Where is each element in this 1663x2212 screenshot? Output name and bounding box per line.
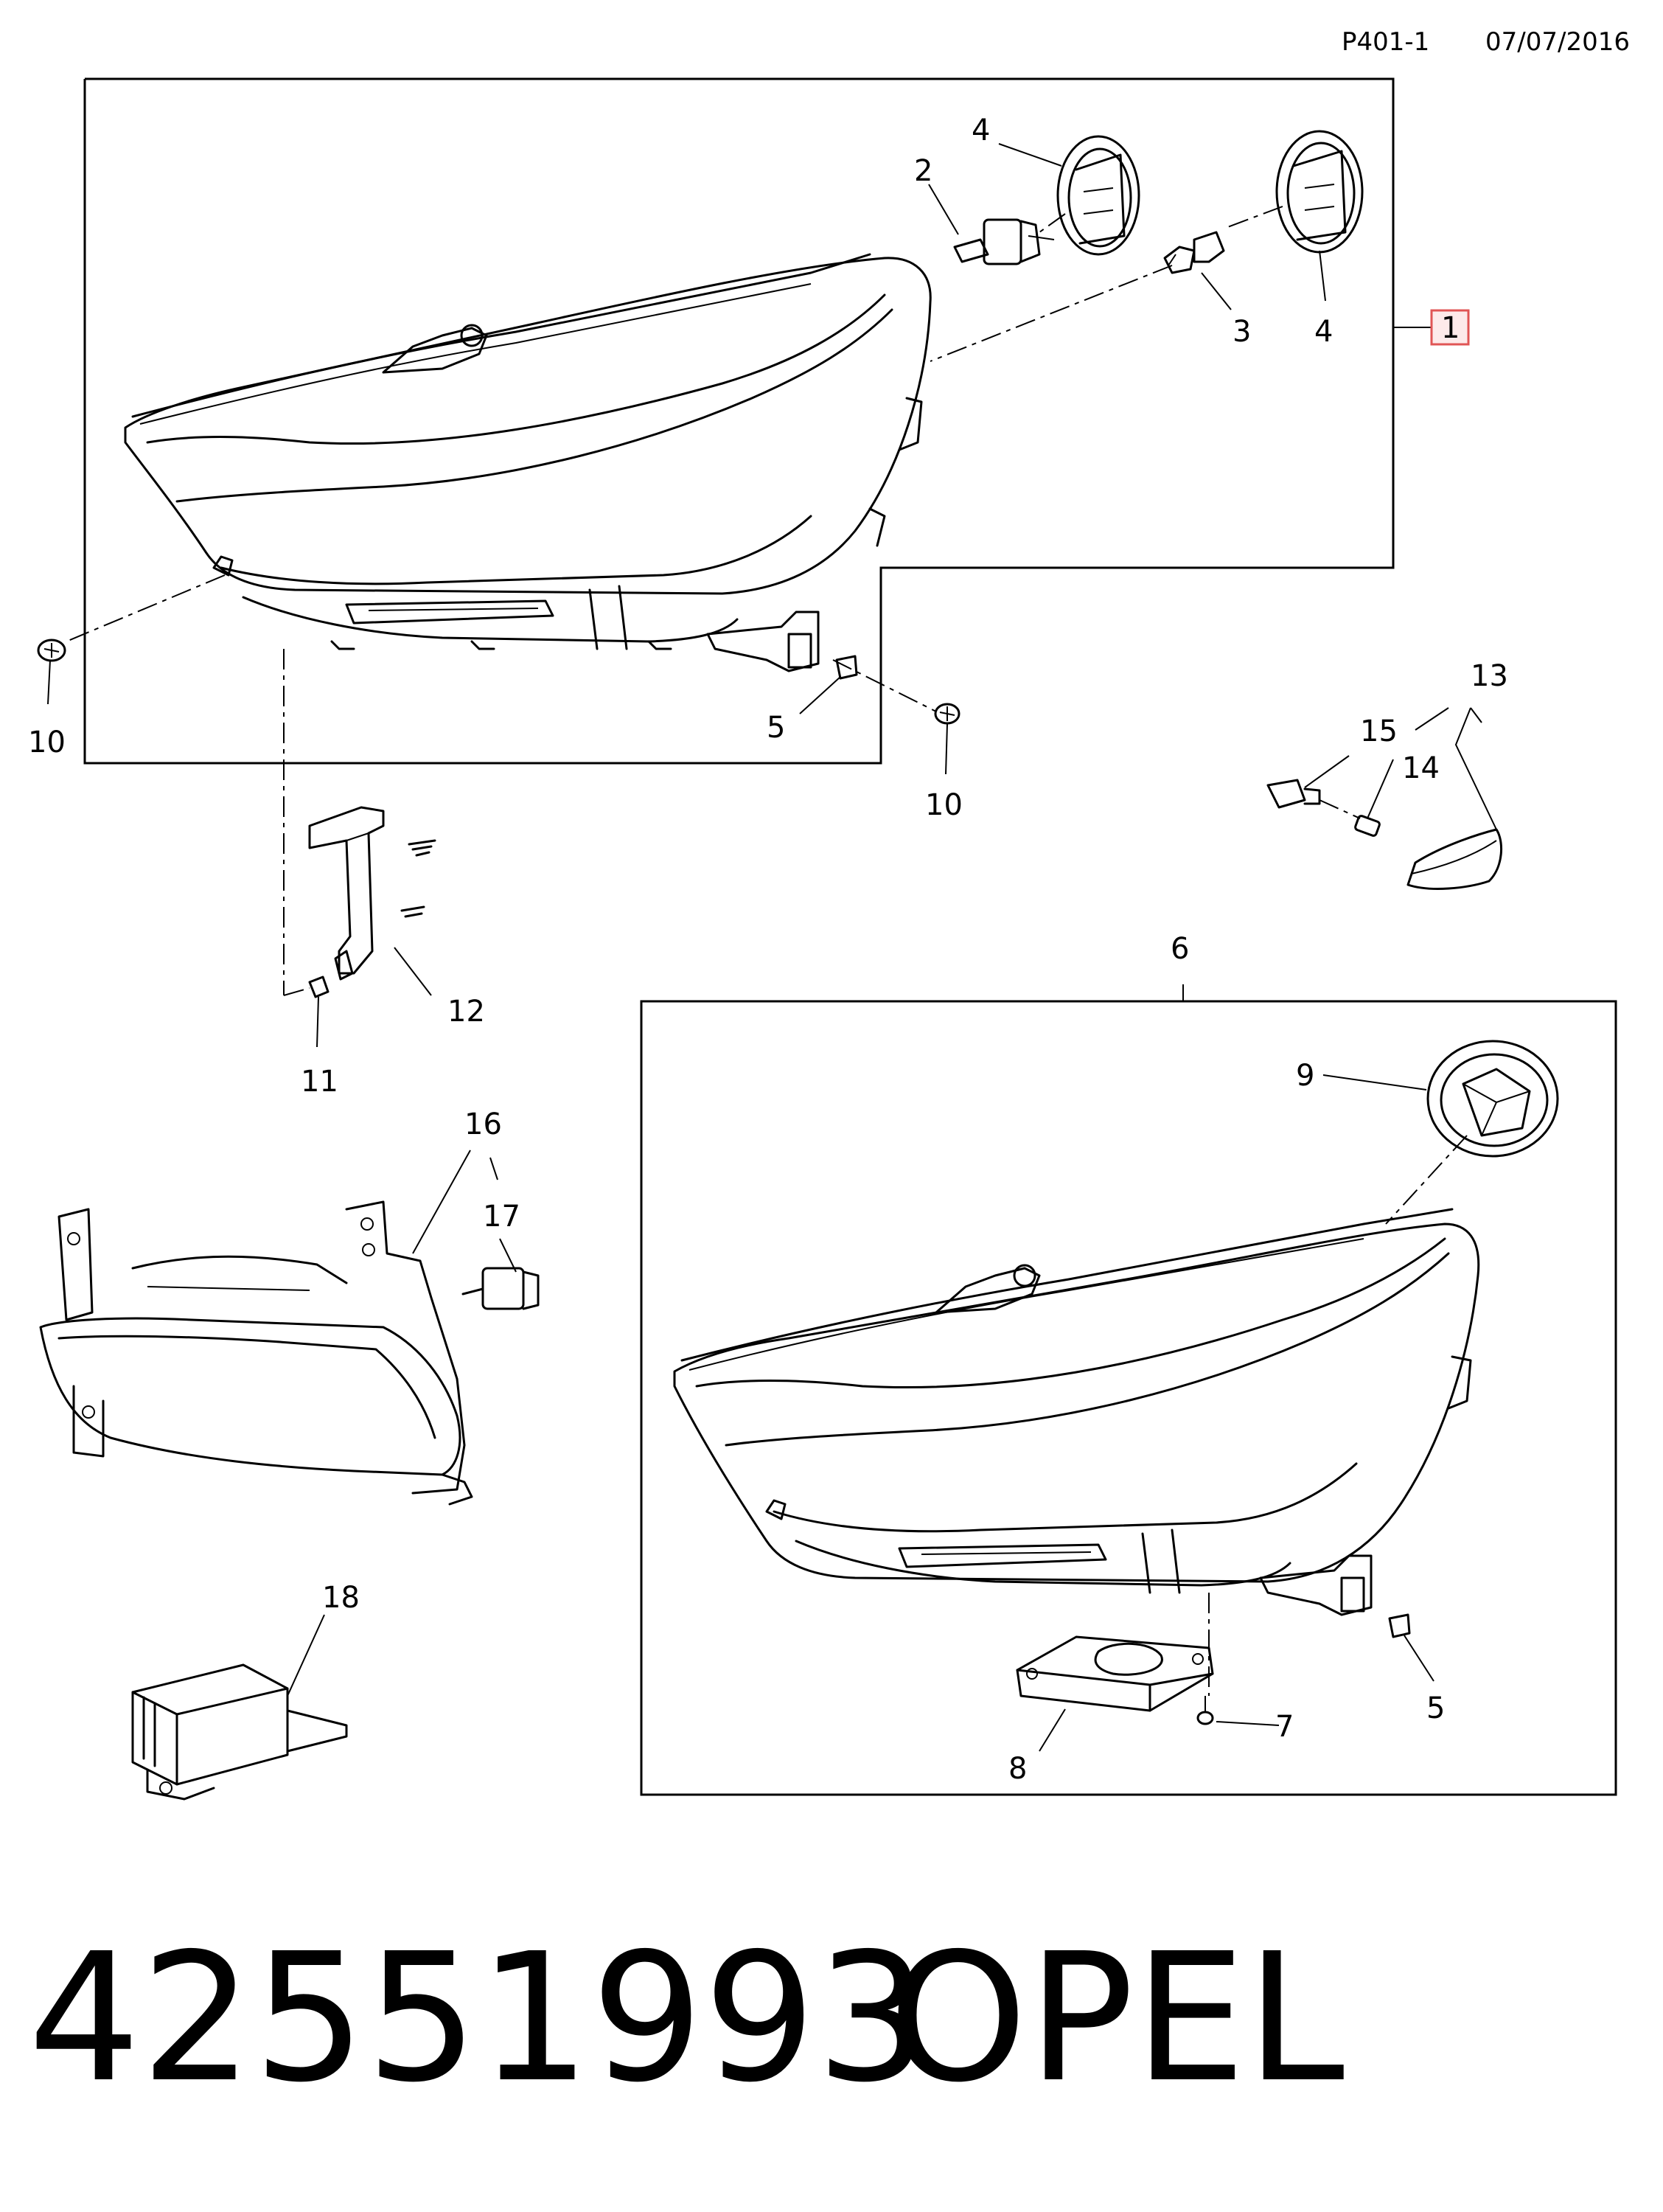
assembly-6-frame	[640, 1000, 1617, 1796]
bulb-14	[1354, 815, 1381, 837]
dash-line	[832, 659, 937, 712]
callout-10b[interactable]: 10	[925, 788, 963, 822]
callout-5b[interactable]: 5	[1426, 1691, 1445, 1725]
screw-7	[1196, 1696, 1214, 1725]
clip-5-lower	[1388, 1613, 1411, 1638]
socket-4-left	[1056, 135, 1140, 256]
dash-line	[1319, 799, 1361, 819]
callout-15[interactable]: 15	[1360, 714, 1398, 748]
screw-10-right	[934, 703, 961, 725]
brand-name: OPEL	[888, 1915, 1345, 2121]
dash-line	[66, 574, 226, 642]
bulb-17	[461, 1267, 540, 1310]
dash-line	[1223, 206, 1283, 229]
callout-11[interactable]: 11	[301, 1065, 338, 1099]
callout-1[interactable]: 1	[1441, 311, 1460, 345]
nut-11	[308, 975, 330, 998]
ballast-8	[1016, 1635, 1214, 1712]
socket-15	[1266, 779, 1321, 809]
callout-1-highlight	[1430, 309, 1470, 346]
headlamp-assembly-6	[673, 1208, 1480, 1616]
page-code: P401-1	[1342, 27, 1429, 57]
bracket-12	[308, 806, 436, 981]
callout-3[interactable]: 3	[1233, 315, 1251, 349]
side-marker-13	[1406, 828, 1503, 890]
callout-6[interactable]: 6	[1171, 932, 1189, 966]
clip-5-upper	[835, 655, 858, 680]
part-number: 42551993	[28, 1915, 929, 2121]
callout-9[interactable]: 9	[1296, 1059, 1314, 1093]
callout-4a[interactable]: 4	[972, 114, 990, 147]
callout-14[interactable]: 14	[1402, 751, 1440, 785]
callout-7[interactable]: 7	[1275, 1710, 1294, 1744]
callout-10a[interactable]: 10	[28, 726, 66, 759]
callout-2[interactable]: 2	[914, 154, 932, 188]
cap-9	[1426, 1040, 1559, 1158]
callout-12[interactable]: 12	[447, 995, 485, 1029]
bulb-3	[1163, 231, 1225, 274]
assembly-1-frame	[83, 77, 1395, 765]
callout-16[interactable]: 16	[464, 1107, 502, 1141]
screw-10-left	[37, 639, 66, 662]
headlamp-assembly-left	[124, 253, 932, 672]
bulb-2	[953, 218, 1055, 265]
page-date: 07/07/2016	[1485, 27, 1630, 57]
dash-line	[930, 265, 1173, 362]
callout-18[interactable]: 18	[322, 1581, 360, 1615]
callout-13[interactable]: 13	[1471, 659, 1508, 693]
callout-4b[interactable]: 4	[1314, 315, 1333, 349]
callout-17[interactable]: 17	[483, 1200, 520, 1234]
callout-5a[interactable]: 5	[767, 711, 785, 745]
callout-8[interactable]: 8	[1008, 1752, 1027, 1786]
leader-lines	[47, 143, 1497, 1752]
socket-4-right	[1275, 130, 1364, 254]
dash-line	[283, 987, 310, 996]
dash-line	[1039, 213, 1066, 233]
dash-line	[1385, 1135, 1468, 1225]
control-module-18	[131, 1663, 348, 1801]
fog-lamp-16	[39, 1200, 473, 1506]
